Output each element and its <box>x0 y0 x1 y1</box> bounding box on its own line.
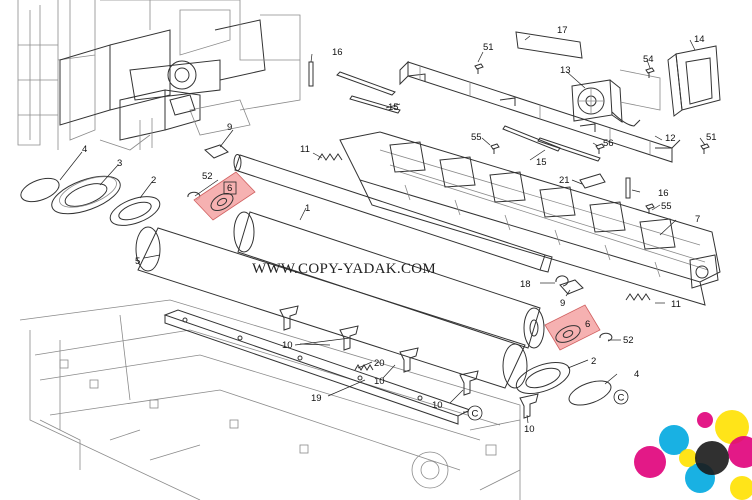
upper-frame-drawing <box>17 0 301 151</box>
roller-upper-shaft <box>233 154 553 273</box>
callout-6-upper-box <box>223 181 237 195</box>
guide-10-set <box>279 305 539 419</box>
callout-C-left: C <box>472 409 479 420</box>
spring-11-upper <box>317 153 343 161</box>
callout-11-left: 11 <box>300 144 310 155</box>
callout-51-right: 51 <box>706 132 717 143</box>
callout-1: 1 <box>305 203 310 214</box>
callout-55-right: 55 <box>661 201 672 212</box>
callout-55-top: 55 <box>471 132 482 143</box>
callout-C-right: C <box>618 393 625 404</box>
top-bracket-assembly <box>399 60 681 163</box>
callout-20: 20 <box>374 358 385 369</box>
roller-1 <box>233 211 545 349</box>
callout-19: 19 <box>311 393 322 404</box>
callout-4-left: 4 <box>82 144 87 155</box>
callout-13: 13 <box>560 65 571 76</box>
lower-frame <box>19 299 521 500</box>
callout-10-b: 10 <box>374 376 385 387</box>
callout-6-upper: 6 <box>227 183 232 194</box>
clip-18 <box>555 275 569 287</box>
callout-2-right: 2 <box>591 356 596 367</box>
callout-17: 17 <box>557 25 568 36</box>
callout-3: 3 <box>117 158 122 169</box>
spring-20 <box>354 364 374 371</box>
callout-9-lower: 9 <box>560 298 565 309</box>
callout-5: 5 <box>135 256 140 267</box>
bearing-3 <box>51 175 121 215</box>
callout-9-upper: 9 <box>227 122 232 133</box>
screws <box>474 63 710 214</box>
roller-5 <box>135 226 528 389</box>
callout-10-d: 10 <box>524 424 535 435</box>
ring-4-right <box>568 380 612 406</box>
callout-2-left: 2 <box>151 175 156 186</box>
plate-19 <box>163 309 472 425</box>
callout-11-right: 11 <box>671 299 681 310</box>
collar-2-left <box>109 196 161 226</box>
callout-51-top: 51 <box>483 42 494 53</box>
callout-15-right: 15 <box>536 157 547 168</box>
duct-14 <box>667 45 721 117</box>
rod-16-lower <box>625 177 631 199</box>
rod-16-upper <box>308 61 314 87</box>
cmyk-logo <box>634 410 752 500</box>
callout-15-left: 15 <box>388 102 399 113</box>
callout-12: 12 <box>665 133 676 144</box>
rails-15 <box>336 71 601 162</box>
callout-C-left-circle <box>467 405 483 421</box>
callout-16-right: 16 <box>658 188 669 199</box>
gear-9-upper <box>204 144 229 159</box>
guide-frame-7 <box>339 131 721 306</box>
highlight-part-6-lower <box>544 304 601 351</box>
callout-10-a: 10 <box>282 340 293 351</box>
callout-6-lower: 6 <box>585 319 590 330</box>
gear-9-lower <box>559 279 584 295</box>
watermark-text: WWW.COPY-YADAK.COM <box>252 261 436 277</box>
callout-10-c: 10 <box>432 400 443 411</box>
fan-13 <box>571 69 661 127</box>
spring-11-lower <box>625 293 651 301</box>
callout-C-right-circle <box>613 389 629 405</box>
callout-52-lower: 52 <box>623 335 634 346</box>
callout-56: 56 <box>603 138 614 149</box>
plate-17 <box>515 31 583 59</box>
callout-14: 14 <box>694 34 705 45</box>
callout-21: 21 <box>559 175 570 186</box>
ring-4-left <box>20 177 60 203</box>
collar-2-right <box>515 361 571 395</box>
leader-lines <box>59 35 706 424</box>
callout-numbers: 17 51 13 54 14 16 15 12 51 55 56 15 21 1… <box>82 25 717 435</box>
highlight-part-6-upper <box>193 171 256 221</box>
callout-7: 7 <box>695 214 700 225</box>
callout-16-top: 16 <box>332 47 343 58</box>
callout-4-right: 4 <box>634 369 639 380</box>
callout-52-upper: 52 <box>202 171 213 182</box>
callout-18: 18 <box>520 279 531 290</box>
callout-54: 54 <box>643 54 654 65</box>
